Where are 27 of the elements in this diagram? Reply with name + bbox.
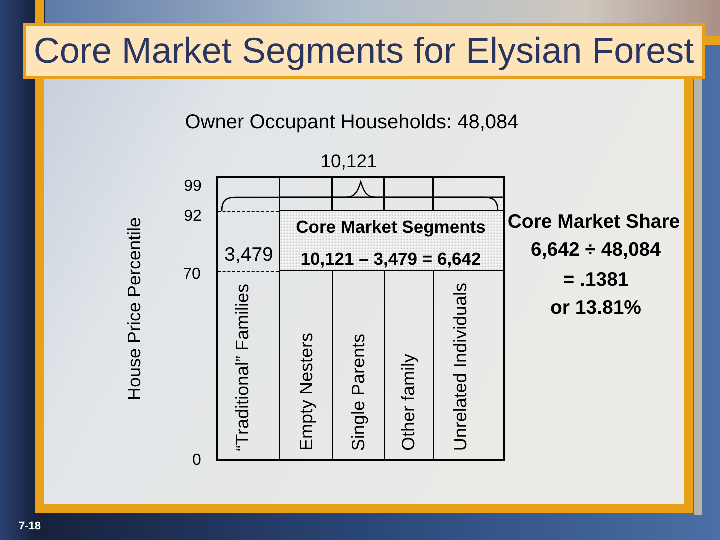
slide-number: 7-18 bbox=[18, 520, 42, 534]
formula-text: 10,121 – 3,479 = 6,642 bbox=[300, 248, 482, 270]
segment-column bbox=[280, 271, 333, 461]
segment-column bbox=[385, 271, 434, 461]
result-text: 6,642 ÷ 48,084 bbox=[531, 238, 661, 262]
axis-tick-label: 70 bbox=[183, 266, 201, 284]
segment-label: Empty Nesters bbox=[296, 332, 318, 451]
result-text: or 13.81% bbox=[550, 296, 642, 320]
box-heading: Core Market Segments bbox=[296, 216, 486, 238]
value-label: 3,479 bbox=[224, 244, 274, 266]
segment-label: Other family bbox=[398, 354, 420, 451]
axis-tick-label: 92 bbox=[184, 208, 202, 226]
segment-column bbox=[216, 176, 280, 461]
segment-column bbox=[434, 271, 505, 461]
brace-value: 10,121 bbox=[320, 150, 378, 172]
axis-title: House Price Percentile bbox=[124, 217, 146, 401]
axis-tick-label: 99 bbox=[184, 178, 202, 196]
segment-label: Single Parents bbox=[348, 334, 370, 451]
segment-label: Unrelated Individuals bbox=[450, 282, 472, 451]
axis-tick-label: 0 bbox=[192, 452, 202, 470]
result-heading: Core Market Share bbox=[508, 210, 680, 234]
segment-label: “Traditional” Families bbox=[232, 284, 254, 451]
result-text: = .1381 bbox=[563, 268, 629, 292]
segment-column bbox=[333, 271, 385, 461]
slide-title: Core Market Segments for Elysian Forest bbox=[34, 31, 694, 71]
core-segments-box bbox=[280, 210, 505, 271]
subtitle: Owner Occupant Households: 48,084 bbox=[185, 112, 519, 134]
